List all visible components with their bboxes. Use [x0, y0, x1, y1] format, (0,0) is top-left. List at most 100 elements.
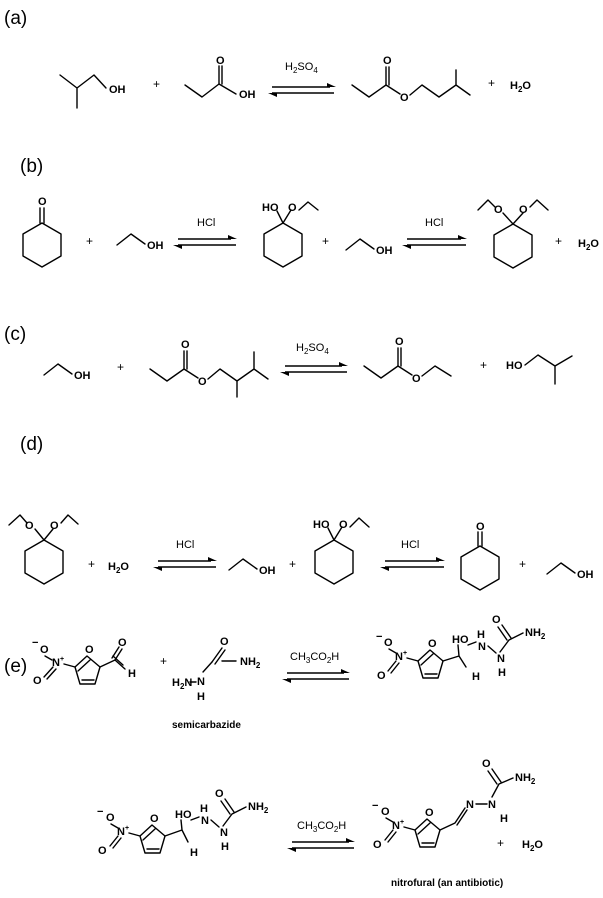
catalyst-label: CH3CO2H — [297, 820, 346, 834]
oxygen-label: O — [381, 806, 390, 818]
equilibrium-arrow — [280, 362, 348, 376]
carbonyl-oxygen: O — [395, 336, 404, 348]
semicarbazide-molecule: O NH2 N H2N H — [172, 636, 261, 703]
nitrofurfural-molecule: − O N+ O O O H — [32, 637, 136, 687]
ketal-molecule: O O — [477, 199, 549, 269]
nitrogen-label: N+ — [395, 650, 407, 663]
carbonyl-oxygen: O — [220, 636, 229, 648]
plus-sign: + — [519, 557, 526, 571]
carbonyl-oxygen: O — [492, 614, 501, 626]
plus-sign: + — [289, 557, 296, 571]
nitrofural-caption: nitrofural (an antibiotic) — [391, 878, 503, 889]
propanoic-acid-molecule: O OH — [184, 55, 256, 101]
plus-sign: + — [160, 654, 167, 668]
carbonyl-oxygen: O — [482, 758, 491, 770]
carbonyl-oxygen: O — [181, 339, 190, 351]
equilibrium-arrow — [268, 83, 336, 97]
water-label: H2O — [522, 839, 543, 853]
ether-oxygen: O — [519, 204, 528, 216]
catalyst-label: HCl — [425, 217, 443, 229]
hydroxyl-label: OH — [74, 370, 91, 382]
nitrogen-label: N — [466, 799, 474, 811]
nitrogen-label: N+ — [52, 656, 64, 669]
charge-label: − — [376, 631, 382, 643]
plus-sign: + — [153, 77, 160, 91]
equilibrium-arrow — [402, 235, 467, 249]
hydroxyl-label: HO — [506, 360, 523, 372]
catalyst-label: H2SO4 — [296, 342, 329, 356]
furan-oxygen: O — [428, 638, 437, 650]
nitrogen-label: N — [220, 827, 228, 839]
oxygen-label: O — [33, 675, 42, 687]
hydrogen-label: H — [197, 691, 205, 703]
ester-oxygen: O — [400, 92, 409, 104]
hydrogen-label: H — [472, 671, 480, 683]
equilibrium-arrow — [153, 557, 217, 571]
charge-label: − — [372, 800, 378, 812]
ethanol-molecule: OH — [546, 562, 594, 581]
carbinolamine-molecule: − O N+ O O HO H N H N H O NH2 — [97, 788, 269, 859]
amine-label: NH2 — [525, 627, 546, 641]
hydroxyl-label: OH — [259, 565, 276, 577]
ethanol-molecule: OH — [116, 233, 164, 252]
catalyst-label: HCl — [176, 539, 194, 551]
panel-label-a: (a) — [4, 8, 27, 29]
carbonyl-oxygen: O — [383, 55, 392, 67]
hemiketal-molecule: HO O — [313, 517, 370, 585]
ethanol-molecule: OH — [228, 558, 276, 577]
hydroxyl-label: OH — [376, 245, 393, 257]
oxygen-label: O — [98, 845, 107, 857]
panel-label-d: (d) — [20, 434, 43, 455]
charge-label: − — [32, 637, 38, 649]
ketal-molecule: O O — [8, 514, 79, 585]
oxygen-label: O — [377, 670, 386, 682]
ether-oxygen: O — [25, 520, 34, 532]
hydroxyl-label: HO — [262, 202, 279, 214]
oxygen-label: O — [384, 637, 393, 649]
cyclohexanone-molecule: O — [460, 521, 500, 591]
hemiketal-molecule: HO O — [262, 201, 319, 268]
hydrogen-label: H — [128, 668, 136, 680]
charge-label: − — [97, 806, 103, 818]
plus-sign: + — [555, 234, 562, 248]
carbonyl-oxygen: O — [476, 521, 485, 533]
ethyl-propanoate-molecule: O O — [363, 336, 452, 385]
plus-sign: + — [322, 234, 329, 248]
hydroxyl-label: HO — [452, 634, 469, 646]
isobutanol-molecule: OH — [59, 74, 126, 109]
amine-label: NH2 — [240, 656, 261, 670]
equilibrium-arrow — [287, 838, 355, 852]
hydroxyl-label: HO — [175, 809, 192, 821]
hydroxyl-label: OH — [577, 569, 594, 581]
water-label: H2O — [578, 238, 599, 252]
hydroxyl-label: OH — [147, 240, 164, 252]
panel-label-b: (b) — [20, 156, 43, 177]
hydroxyl-label: OH — [109, 84, 126, 96]
carbinolamine-molecule: − O N+ O O HO H N H N H O NH2 — [376, 614, 546, 683]
furan-oxygen: O — [425, 807, 434, 819]
amine-label: H2N — [172, 677, 192, 691]
nitrogen-label: N+ — [117, 825, 129, 838]
nitrogen-label: N — [478, 641, 486, 653]
nitrogen-label: N — [197, 676, 205, 688]
nitrogen-label: N — [201, 815, 209, 827]
hydrogen-label: H — [200, 803, 208, 815]
carbonyl-oxygen: O — [38, 196, 47, 208]
hydrogen-label: H — [477, 629, 485, 641]
ether-oxygen: O — [50, 520, 59, 532]
ether-oxygen: O — [494, 204, 503, 216]
nitrogen-label: N+ — [392, 819, 404, 832]
isobutyl-propanoate-molecule: O O — [351, 55, 471, 104]
amine-label: NH2 — [248, 801, 269, 815]
plus-sign: + — [480, 358, 487, 372]
plus-sign: + — [86, 234, 93, 248]
hydrogen-label: H — [500, 813, 508, 825]
hydroxyl-label: OH — [239, 89, 256, 101]
equilibrium-arrow — [282, 669, 350, 683]
furan-oxygen: O — [85, 644, 94, 656]
catalyst-label: H2SO4 — [285, 61, 318, 75]
ethanol-molecule: OH — [345, 238, 393, 257]
hydrogen-label: H — [498, 667, 506, 679]
equilibrium-arrow — [380, 557, 445, 571]
